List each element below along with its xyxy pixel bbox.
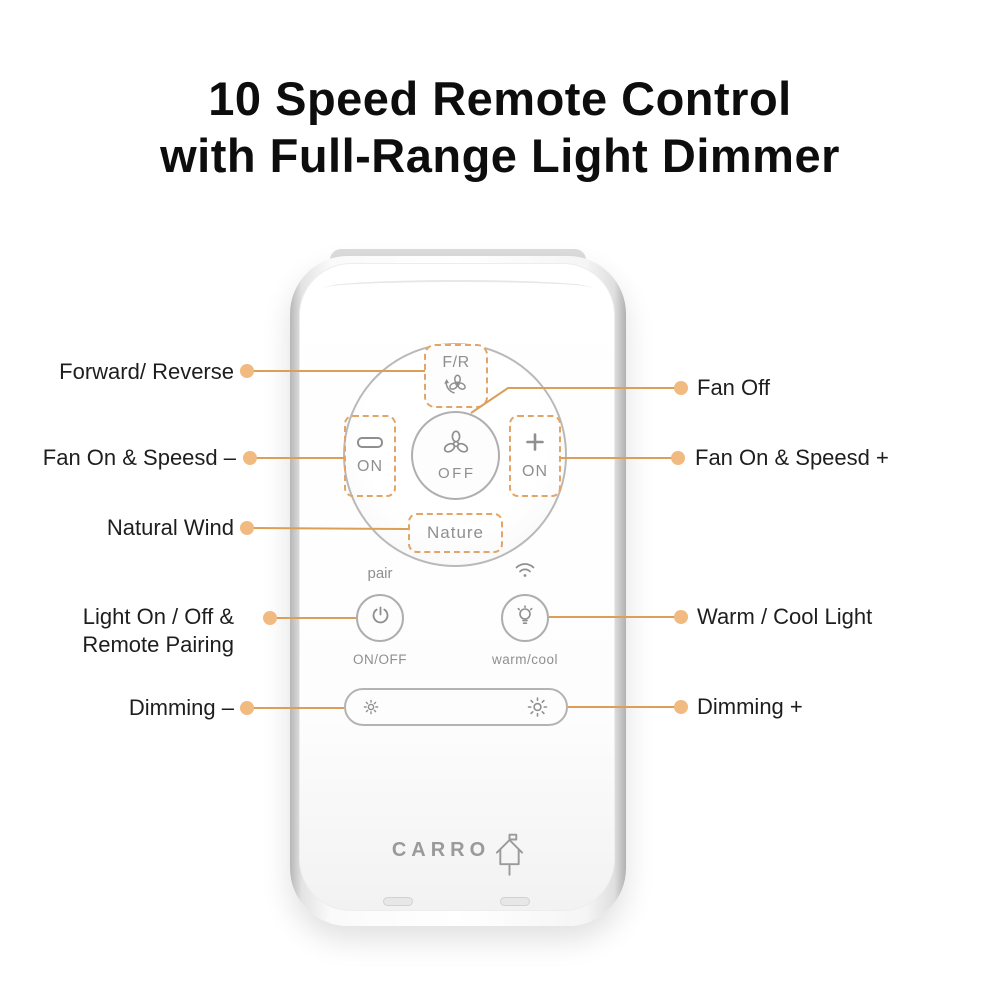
pair-label: pair <box>367 565 393 582</box>
house-icon <box>495 832 524 877</box>
dim-sun-icon <box>362 698 380 716</box>
bottom-contact <box>383 897 413 906</box>
minus-icon <box>357 436 383 448</box>
label-warm-cool: Warm / Cool Light <box>697 604 873 629</box>
callout-dot <box>240 701 254 715</box>
callout-dot <box>240 364 254 378</box>
nature-button-label: Nature <box>426 523 485 542</box>
callout-dot <box>674 610 688 624</box>
dimming-bar <box>344 688 568 726</box>
on-minus-label: ON <box>357 457 383 475</box>
label-dimming-minus: Dimming – <box>128 695 234 720</box>
callout-dot <box>671 451 685 465</box>
fan-off-button: OFF <box>411 411 500 500</box>
warm-cool-light-button <box>501 594 549 642</box>
off-button-label: OFF <box>438 465 476 482</box>
forward-reverse-button: F/R <box>424 344 488 408</box>
wifi-icon <box>514 562 536 583</box>
label-fan-off: Fan Off <box>697 375 770 400</box>
callout-dot <box>240 521 254 535</box>
bright-sun-icon <box>526 696 549 719</box>
bottom-contact <box>500 897 530 906</box>
nature-button: Nature <box>408 513 503 553</box>
remote-control: F/R <box>290 256 626 926</box>
label-dimming-plus: Dimming + <box>697 694 803 719</box>
power-icon <box>369 604 392 632</box>
page-title: 10 Speed Remote Control with Full-Range … <box>0 70 1000 184</box>
light-onoff-pair-button <box>356 594 404 642</box>
fan-direction-icon <box>444 373 468 399</box>
label-forward-reverse: Forward/ Reverse <box>59 359 234 384</box>
fan-speed-plus-button: ON <box>509 415 561 497</box>
page-title-line1: 10 Speed Remote Control <box>208 72 792 125</box>
remote-top-seam <box>324 280 592 296</box>
page-title-line2: with Full-Range Light Dimmer <box>160 129 840 182</box>
label-light-pair-line2: Remote Pairing <box>82 632 234 657</box>
plus-icon <box>524 431 546 458</box>
callout-dot <box>263 611 277 625</box>
callout-dot <box>674 381 688 395</box>
fan-icon <box>441 429 471 464</box>
on-plus-label: ON <box>522 463 548 480</box>
brand-logo: CARRO <box>290 828 626 876</box>
fan-speed-minus-button: ON <box>344 415 396 497</box>
callout-dot <box>674 700 688 714</box>
label-fan-on-minus: Fan On & Speesd – <box>42 445 236 470</box>
label-natural-wind: Natural Wind <box>106 515 234 540</box>
label-light-pair-line1: Light On / Off & <box>82 604 234 629</box>
callout-dot <box>243 451 257 465</box>
light-bulb-icon <box>513 604 537 633</box>
fr-button-label: F/R <box>442 353 470 371</box>
onoff-label: ON/OFF <box>353 652 407 667</box>
label-light-pair: Light On / Off & Remote Pairing <box>82 603 234 659</box>
warmcool-label: warm/cool <box>491 652 558 667</box>
label-fan-on-plus: Fan On & Speesd + <box>695 445 889 470</box>
brand-name: CARRO <box>391 839 491 861</box>
